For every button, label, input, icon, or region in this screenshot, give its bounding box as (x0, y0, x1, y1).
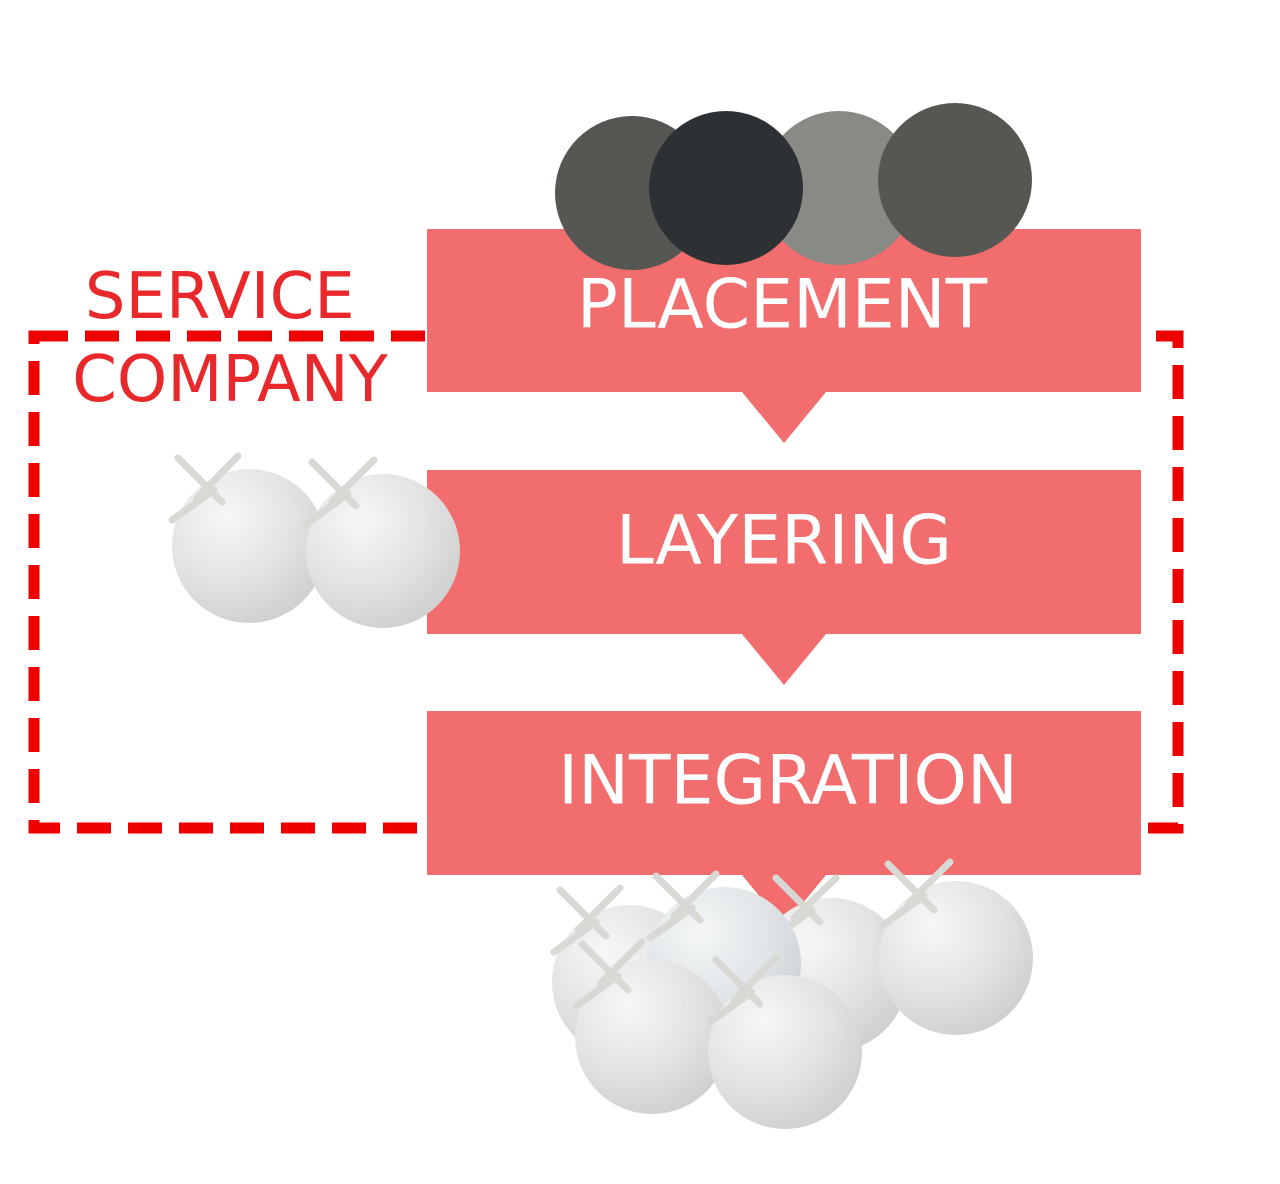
step-placement-label: PLACEMENT (577, 266, 988, 345)
step-placement (427, 229, 1141, 443)
light-sphere-icon (572, 938, 729, 1114)
light-sphere-icon (878, 858, 1033, 1035)
service-company-label-line1: SERVICE (85, 260, 355, 334)
step-integration (427, 711, 1141, 926)
light-sphere-icon (168, 452, 326, 623)
service-company-label: SERVICE COMPANY (72, 260, 388, 417)
light-sphere-pair (168, 452, 460, 628)
light-sphere-icon (706, 954, 862, 1129)
step-layering-box (427, 470, 1141, 685)
dark-sphere-icon (762, 111, 916, 265)
light-sphere-icon (302, 456, 460, 628)
dark-sphere-group (555, 103, 1032, 270)
service-company-label-line2: COMPANY (72, 343, 388, 417)
step-integration-label: INTEGRATION (558, 742, 1018, 821)
light-sphere-cluster (550, 858, 1033, 1129)
step-layering-label: LAYERING (616, 502, 952, 581)
step-integration-box (427, 711, 1141, 926)
dark-sphere-icon (649, 111, 803, 265)
dark-sphere-icon (878, 103, 1032, 257)
step-layering (427, 470, 1141, 685)
step-placement-box (427, 229, 1141, 443)
